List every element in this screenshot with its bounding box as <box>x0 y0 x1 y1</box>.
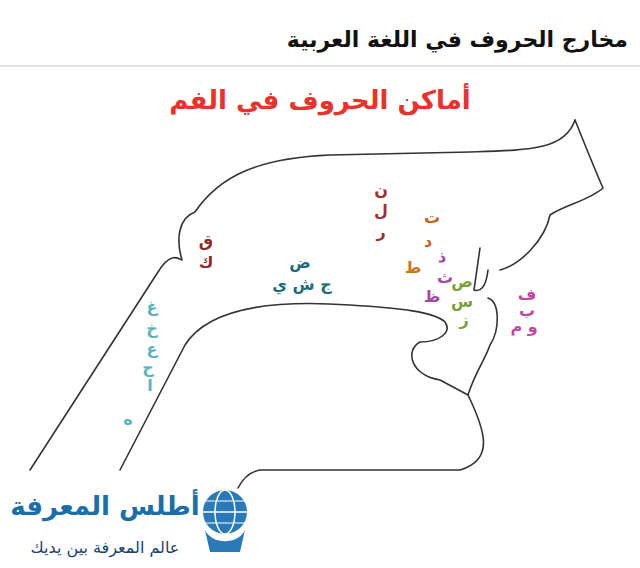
letter-label: ص <box>451 273 473 291</box>
letter-label: ذ <box>438 248 446 266</box>
letter-label: خ <box>146 320 158 338</box>
letter-label: ث <box>437 269 453 287</box>
upper-tooth <box>474 248 488 290</box>
logo-globe <box>203 490 247 552</box>
nose-lip-outline <box>500 120 603 270</box>
letter-label: ز <box>459 311 468 329</box>
letter-label: ا <box>147 377 152 395</box>
letter-label: ج ش ي <box>272 276 331 294</box>
letter-label: س <box>451 293 473 311</box>
page-header: مخارج الحروف في اللغة العربية <box>287 28 628 52</box>
letter-label: ت <box>424 209 440 227</box>
letter-label: د <box>424 233 432 251</box>
letter-label: ط <box>405 259 422 277</box>
letter-label: و م <box>510 318 537 336</box>
letter-label: ب <box>519 302 535 320</box>
tongue-outline <box>120 303 484 488</box>
logo-slogan: عالم المعرفة بين يديك <box>31 539 180 557</box>
letter-label: ل <box>374 202 388 220</box>
letter-label: ح <box>142 359 154 377</box>
letter-label: ع <box>147 340 158 358</box>
letter-label: ظ <box>424 288 441 306</box>
header-rule <box>0 65 640 67</box>
letter-label: ن <box>374 181 388 199</box>
lower-lip-outline <box>468 298 497 395</box>
logo-name: أطلس المعرفة <box>10 492 200 521</box>
letter-label: ق <box>199 233 213 251</box>
letter-label: ر <box>376 223 385 241</box>
letter-label: ك <box>199 254 214 272</box>
palate-outline <box>30 120 575 470</box>
letter-label: غ <box>147 298 158 316</box>
diagram-heading: أماكن الحروف في الفم <box>169 86 471 115</box>
letter-label: ف <box>518 286 537 304</box>
letter-label: ه <box>123 411 132 429</box>
letter-label: ض <box>289 254 311 272</box>
